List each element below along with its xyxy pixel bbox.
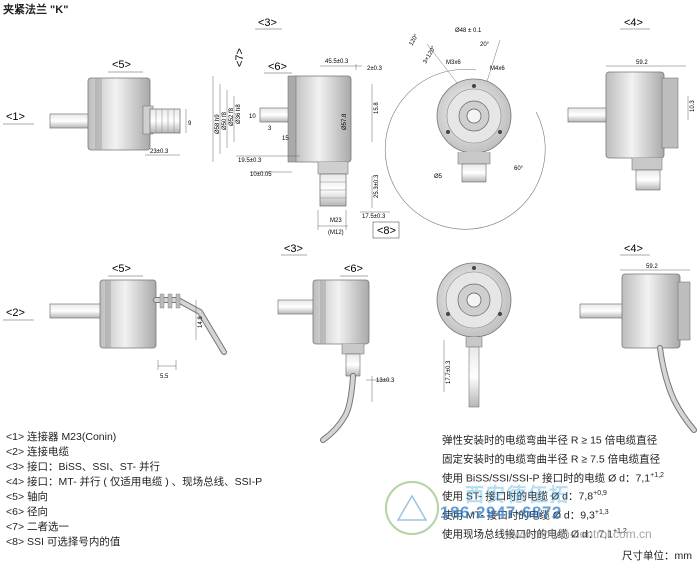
view-tag: <3> bbox=[284, 243, 303, 255]
legend-item: <8> SSI 可选择号内的值 bbox=[6, 536, 121, 548]
dim-59-2-row2: 59.2 bbox=[646, 264, 658, 270]
dim-60: 60° bbox=[514, 166, 524, 172]
encoder-axial-cable-view: <5> 14.8 5.5 bbox=[49, 263, 227, 380]
watermark-company: 西安德伍拓 bbox=[465, 485, 571, 506]
encoder-front-view-row2: 17.7±0.3 bbox=[436, 262, 512, 408]
dim-10: 10 bbox=[249, 114, 256, 120]
dim-52: Ø52 f8 bbox=[229, 107, 235, 126]
encoder-radial-cable-view: <3> <6> 13±0.3 bbox=[277, 243, 395, 443]
row-tag-1: <1> bbox=[3, 111, 34, 125]
watermark-url: www.motion-control.com.cn bbox=[505, 527, 652, 541]
dim-45-5: 45.5±0.3 bbox=[325, 59, 349, 65]
legend-list: <1> 连接器 M23(Conin) <2> 连接电缆 <3> 接口：BiSS、… bbox=[6, 430, 262, 550]
view-tag: <6> bbox=[344, 263, 363, 275]
view-tag: <5> bbox=[112, 59, 131, 71]
legend-item: <3> 接口：BiSS、SSI、ST- 并行 bbox=[6, 461, 161, 473]
view-tag: <6> bbox=[268, 61, 287, 73]
encoder-side-view-right-row2: <4> 59.2 bbox=[579, 243, 697, 433]
dim-10-05: 10±0.05 bbox=[250, 172, 272, 178]
dim-58: Ø58 h9 bbox=[215, 114, 221, 134]
row-tag-2: <2> bbox=[3, 307, 34, 321]
watermark-phone: 186-2947-6872 bbox=[440, 503, 562, 522]
encoder-front-view-row1: 120° 3×120° Ø48 ± 0.1 20° M3x6 M4x6 Ø5 6… bbox=[384, 28, 546, 230]
note-item: 使用 BiSS/SSI/SSI-P 接口时的电缆 Ø d：7,1+1,2 bbox=[442, 471, 664, 485]
unit-label: 尺寸单位：mm bbox=[622, 550, 692, 562]
dim-3: 3 bbox=[268, 126, 272, 132]
dim-120: 120° bbox=[409, 33, 421, 47]
dim-59-2: 59.2 bbox=[636, 60, 648, 66]
dim-17-7: 17.7±0.3 bbox=[446, 360, 452, 384]
dim-14-8: 14.8 bbox=[198, 316, 204, 328]
view-tag: <4> bbox=[624, 243, 643, 255]
dim-15: 15 bbox=[282, 136, 289, 142]
dim-10-3: 10.3 bbox=[690, 100, 696, 112]
svg-text:<1>: <1> bbox=[6, 111, 25, 123]
legend-item: <7> 二者选一 bbox=[6, 521, 70, 533]
dim-23: 23±0.3 bbox=[150, 149, 169, 155]
page-title: 夹紧法兰 "K" bbox=[3, 4, 69, 16]
note-item: 弹性安装时的电缆弯曲半径 R ≥ 15 倍电缆直径 bbox=[442, 434, 658, 447]
dim-5: Ø5 bbox=[434, 174, 443, 180]
view-tag: <3> bbox=[258, 17, 277, 29]
dim-57-8: Ø57.8 bbox=[342, 113, 348, 130]
dim-m12: (M12) bbox=[328, 230, 344, 236]
dim-m3: M3x6 bbox=[446, 60, 461, 66]
dim-50: Ø50 f8 bbox=[222, 111, 228, 130]
note-item: 使用现场总线接口时的电缆 Ø d：7,1+1,2 bbox=[442, 527, 627, 541]
dim-m23: M23 bbox=[330, 218, 342, 224]
dim-48: Ø48 ± 0.1 bbox=[455, 28, 482, 34]
note-item: 固定安装时的电缆弯曲半径 R ≥ 7.5 倍电缆直径 bbox=[442, 453, 661, 466]
dim-9: 9 bbox=[188, 121, 192, 127]
view-tag: <4> bbox=[624, 17, 643, 29]
dim-13: 13±0.3 bbox=[376, 378, 395, 384]
dim-25-3: 25.3±0.3 bbox=[374, 174, 380, 198]
encoder-axial-connector-view: <5> 9 23±0.3 bbox=[49, 59, 192, 156]
dim-2: 2±0.3 bbox=[367, 66, 383, 72]
dim-15-8: 15.8 bbox=[374, 102, 380, 114]
legend-item: <5> 轴向 bbox=[6, 491, 49, 503]
svg-text:<2>: <2> bbox=[6, 307, 25, 319]
legend-item: <1> 连接器 M23(Conin) bbox=[6, 431, 117, 443]
note-item: 使用 ST- 接口时的电缆 Ø d：7,8+0,9 bbox=[442, 490, 607, 503]
encoder-side-view-right-row1: <4> 59.2 10.3 bbox=[567, 17, 696, 191]
legend-item: <6> 径向 bbox=[6, 506, 49, 518]
dim-5-5: 5.5 bbox=[160, 374, 169, 380]
note-item: 使用 MT- 接口时的电缆 Ø d：9,3+1,3 bbox=[442, 509, 609, 522]
view-tag: <8> bbox=[377, 225, 396, 237]
dim-m4: M4x6 bbox=[490, 66, 505, 72]
legend-item: <2> 连接电缆 bbox=[6, 446, 70, 458]
view-tag: <7> bbox=[234, 48, 246, 67]
watermark-logo-icon bbox=[385, 481, 439, 535]
encoder-radial-connector-dimensioned: <3> <6> <7> 45.5±0.3 2±0.3 Ø58 h9 Ø50 f8… bbox=[212, 17, 400, 239]
legend-item: <4> 接口：MT- 并行 ( 仅适用电缆 ) 、现场总线、SSI-P bbox=[6, 476, 263, 488]
dim-17-5: 17.5±0.3 bbox=[362, 214, 386, 220]
dim-19-5: 19.5±0.3 bbox=[238, 158, 262, 164]
view-tag: <5> bbox=[112, 263, 131, 275]
dim-36: Ø36 h8 bbox=[236, 104, 242, 124]
dim-20: 20° bbox=[480, 42, 490, 48]
cable-notes: 弹性安装时的电缆弯曲半径 R ≥ 15 倍电缆直径 固定安装时的电缆弯曲半径 R… bbox=[442, 430, 664, 543]
